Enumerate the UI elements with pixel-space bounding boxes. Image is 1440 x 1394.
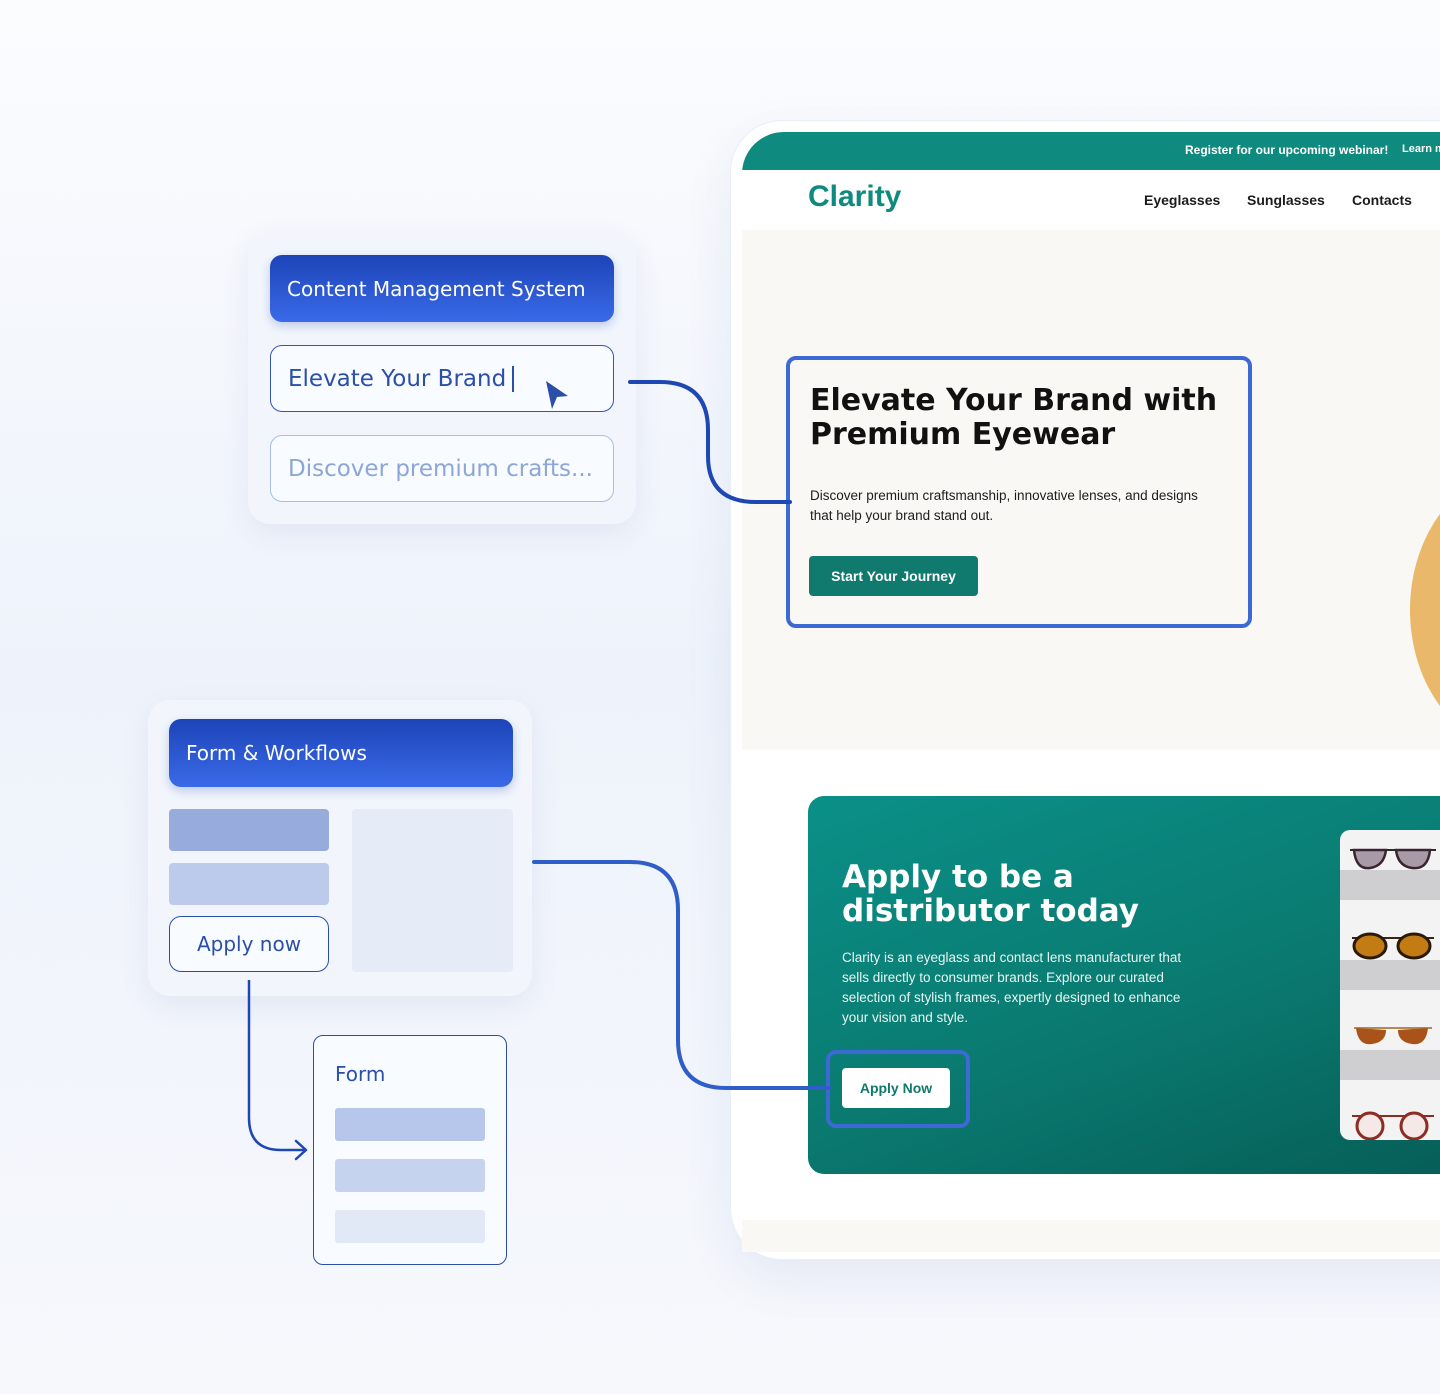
shelf-band bbox=[1340, 960, 1440, 990]
cms-header: Content Management System bbox=[270, 255, 614, 322]
mouse-pointer-icon bbox=[546, 381, 568, 409]
nav-eyeglasses[interactable]: Eyeglasses bbox=[1144, 192, 1221, 208]
announcement-text: Register for our upcoming webinar! bbox=[1185, 143, 1389, 157]
form-field-placeholder bbox=[335, 1210, 485, 1243]
clarity-logo[interactable]: Clarity bbox=[808, 180, 902, 213]
cms-header-label: Content Management System bbox=[287, 276, 586, 301]
distributor-section: Apply to be a distributor today Clarity … bbox=[742, 750, 1440, 1252]
shelf-band bbox=[1340, 870, 1440, 900]
form-field-placeholder bbox=[335, 1159, 485, 1192]
nav-contacts[interactable]: Contacts bbox=[1352, 192, 1412, 208]
cat-eye-glasses-icon bbox=[1350, 848, 1436, 870]
headline-input-value: Elevate Your Brand bbox=[288, 365, 507, 392]
decorative-orb bbox=[1410, 470, 1440, 750]
form-card: Form bbox=[313, 1035, 507, 1265]
tortoise-sunglasses-icon bbox=[1352, 932, 1434, 960]
text-caret bbox=[512, 365, 515, 392]
form-field-placeholder bbox=[169, 809, 329, 851]
subtext-input-value: Discover premium crafts... bbox=[288, 455, 593, 482]
forms-header-label: Form & Workflows bbox=[186, 741, 367, 765]
learn-more-link[interactable]: Learn m bbox=[1402, 143, 1440, 155]
nav-sunglasses[interactable]: Sunglasses bbox=[1247, 192, 1325, 208]
distributor-body: Clarity is an eyeglass and contact lens … bbox=[842, 950, 1182, 1025]
aviator-sunglasses-icon bbox=[1354, 1027, 1432, 1045]
announcement-bar: Register for our upcoming webinar! Learn… bbox=[742, 132, 1440, 170]
apply-to-form-connector bbox=[247, 980, 304, 1152]
site-footer-strip bbox=[742, 1220, 1440, 1252]
website-preview: Register for our upcoming webinar! Learn… bbox=[742, 132, 1440, 1252]
arrow-head-icon bbox=[294, 1139, 308, 1161]
headline-input[interactable]: Elevate Your Brand bbox=[270, 345, 614, 412]
distributor-card: Apply to be a distributor today Clarity … bbox=[808, 796, 1440, 1174]
hero-title: Elevate Your Brand with Premium Eyewear bbox=[810, 383, 1218, 452]
form-title: Form bbox=[335, 1062, 386, 1086]
eyewear-shelf-image bbox=[1340, 830, 1440, 1140]
start-journey-button[interactable]: Start Your Journey bbox=[809, 556, 978, 596]
distributor-title: Apply to be a distributor today bbox=[842, 859, 1139, 929]
shelf-band bbox=[1340, 1050, 1440, 1080]
site-navbar: Clarity Eyeglasses Sunglasses Contacts bbox=[742, 170, 1440, 230]
subtext-input[interactable]: Discover premium crafts... bbox=[270, 435, 614, 502]
hero-content-highlight: Elevate Your Brand with Premium Eyewear … bbox=[786, 356, 1252, 628]
hero-subtitle: Discover premium craftsmanship, innovati… bbox=[810, 488, 1198, 523]
form-field-placeholder bbox=[169, 863, 329, 905]
forms-header: Form & Workflows bbox=[169, 719, 513, 787]
apply-now-button[interactable]: Apply now bbox=[169, 916, 329, 972]
distributor-apply-button[interactable]: Apply Now bbox=[842, 1068, 950, 1108]
form-field-placeholder bbox=[335, 1108, 485, 1141]
red-round-glasses-icon bbox=[1352, 1111, 1434, 1140]
form-preview-placeholder bbox=[352, 809, 513, 972]
